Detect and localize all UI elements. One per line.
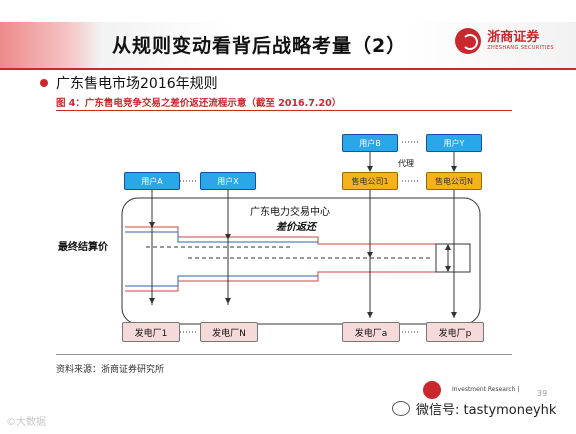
generator-box-1: 发电厂1: [122, 322, 180, 342]
bullet-item: 广东售电市场2016年规则: [40, 73, 218, 93]
header-accent: [0, 22, 100, 68]
source-note: 资料来源：浙商证券研究所: [56, 365, 165, 375]
user-box-y: 用户Y: [426, 134, 482, 152]
seller-box-n: 售电公司N: [426, 172, 482, 190]
footer-logo-icon: [423, 381, 441, 399]
settlement-price-label: 最终结算价: [58, 242, 108, 253]
user-box-x: 用户X: [200, 172, 256, 190]
slide-title: 从规则变动看背后战略考量（2）: [112, 35, 407, 57]
generator-box-p: 发电厂p: [426, 322, 484, 342]
generator-box-a: 发电厂a: [342, 322, 400, 342]
footer-research-label: Investment Research |: [452, 386, 520, 393]
wechat-watermark: 微信号: tastymoneyhk: [392, 399, 556, 418]
wechat-icon: [392, 401, 410, 416]
page-number: 39: [537, 389, 548, 398]
logo-english: ZHESHANG SECURITIES: [487, 45, 554, 51]
source-divider: [56, 354, 512, 355]
user-box-a: 用户A: [124, 172, 180, 190]
trading-center-title: 广东电力交易中心: [250, 207, 330, 218]
trading-center-subtitle: 差价返还: [276, 222, 316, 233]
wechat-id-text: 微信号: tastymoneyhk: [416, 403, 557, 418]
bullet-icon: [40, 79, 48, 87]
slide-header: 从规则变动看背后战略考量（2） 浙商证券 ZHESHANG SECURITIES: [0, 22, 576, 70]
user-box-b: 用户B: [342, 134, 398, 152]
bullet-text: 广东售电市场2016年规则: [56, 76, 218, 92]
seller-box-1: 售电公司1: [342, 172, 398, 190]
figure-caption: 图 4：广东售电竞争交易之差价返还流程示意（截至 2016.7.20）: [56, 98, 342, 109]
generator-box-n: 发电厂N: [200, 322, 258, 342]
agent-label: 代理: [398, 159, 414, 168]
company-logo: 浙商证券 ZHESHANG SECURITIES: [455, 28, 554, 54]
source-watermark: ©大数据: [6, 417, 46, 428]
figure-divider: [56, 110, 512, 111]
logo-icon: [455, 28, 482, 54]
logo-name: 浙商证券: [487, 30, 540, 45]
